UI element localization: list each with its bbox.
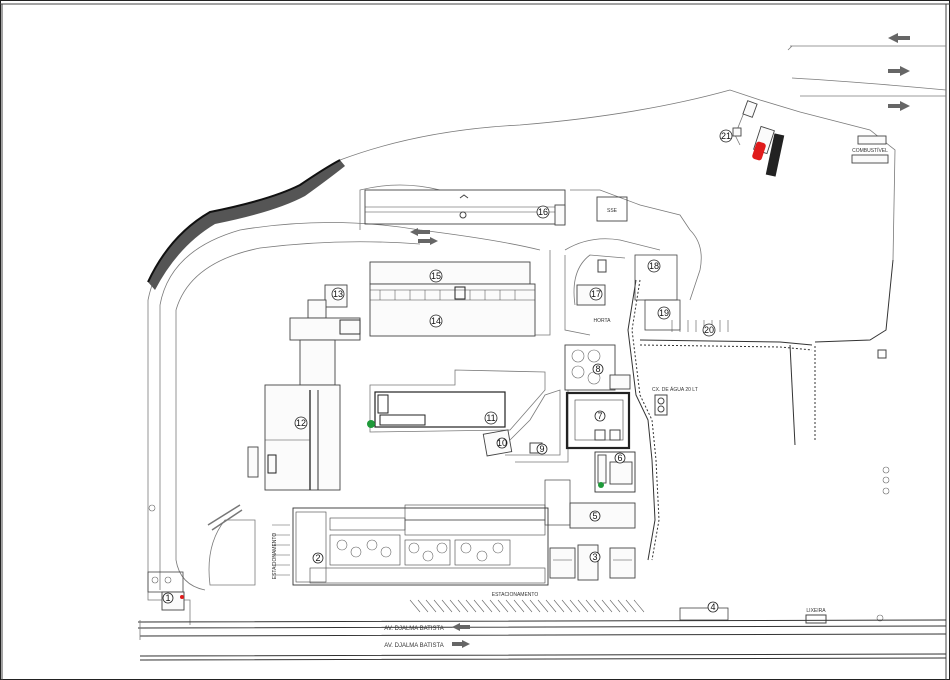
water-tank-label: CX. DE ÁGUA 20 LT — [652, 386, 698, 393]
svg-text:12: 12 — [296, 418, 306, 428]
marker-1: 1 — [162, 592, 174, 604]
svg-text:20: 20 — [704, 325, 714, 335]
arrow-right-icon — [888, 66, 910, 76]
svg-text:6: 6 — [617, 453, 622, 463]
arrow-left-icon — [410, 228, 430, 236]
svg-text:4: 4 — [710, 602, 715, 612]
svg-text:1: 1 — [165, 593, 170, 603]
power-label: SSE — [607, 208, 618, 214]
building-2 — [292, 504, 549, 586]
svg-text:2: 2 — [315, 553, 320, 563]
svg-text:15: 15 — [431, 271, 441, 281]
svg-text:17: 17 — [591, 289, 601, 299]
building-16 — [364, 189, 566, 226]
svg-text:10: 10 — [497, 438, 507, 448]
marker-5: 5 — [589, 510, 601, 522]
svg-text:16: 16 — [538, 207, 548, 217]
street-label-bottom: AV. DJALMA BATISTA — [384, 643, 443, 649]
building-10-9 — [482, 389, 569, 463]
marker-20: 20 — [702, 323, 716, 337]
svg-text:8: 8 — [595, 364, 600, 374]
svg-text:5: 5 — [592, 511, 597, 521]
building-4 — [679, 607, 729, 621]
arrow-left-icon — [888, 33, 910, 43]
marker-19: 19 — [657, 306, 671, 320]
arrow-right-icon — [452, 640, 470, 648]
svg-text:7: 7 — [597, 411, 602, 421]
building-3 — [549, 544, 636, 581]
fuel-station-area: COMBUSTÍVEL — [732, 100, 889, 177]
svg-text:21: 21 — [721, 131, 731, 141]
marker-10: 10 — [496, 437, 508, 449]
marker-15: 15 — [429, 269, 443, 283]
marker-16: 16 — [536, 205, 550, 219]
site-boundary — [147, 89, 896, 625]
hatched-slope — [147, 159, 345, 290]
parking-bottom-label: ESTACIONAMENTO — [492, 592, 539, 598]
fuel-label: COMBUSTÍVEL — [852, 147, 888, 154]
marker-4: 4 — [707, 601, 719, 613]
svg-text:9: 9 — [539, 444, 544, 454]
bottom-parking-hatch — [409, 599, 645, 613]
right-trees — [882, 466, 890, 495]
right-wall — [627, 259, 894, 561]
building-14-15 — [369, 261, 536, 337]
marker-14: 14 — [429, 314, 443, 328]
marker-9: 9 — [536, 443, 548, 455]
svg-text:13: 13 — [333, 289, 343, 299]
marker-8: 8 — [592, 363, 604, 375]
marker-17: 17 — [589, 287, 603, 301]
building-13 — [289, 284, 361, 341]
green-tree-icon — [367, 420, 375, 428]
building-8 — [564, 344, 631, 391]
svg-text:11: 11 — [486, 413, 495, 423]
building-5 — [544, 479, 636, 529]
marker-2: 2 — [312, 552, 324, 564]
marker-3: 3 — [589, 551, 601, 563]
garden-label: HORTA — [593, 318, 611, 324]
building-6 — [594, 451, 636, 493]
arrow-left-icon — [452, 623, 470, 631]
marker-11: 11 — [484, 411, 498, 425]
power-substation: SSE — [596, 196, 628, 222]
building-number-markers: 1 2 3 4 5 6 7 8 9 10 11 12 13 14 15 16 1… — [162, 129, 733, 613]
parking-left-label: ESTACIONAMENTO — [272, 533, 278, 580]
trash-label: LIXEIRA — [806, 608, 826, 614]
water-tank: CX. DE ÁGUA 20 LT — [652, 386, 698, 416]
marker-6: 6 — [614, 452, 626, 464]
svg-text:3: 3 — [592, 552, 597, 562]
marker-18: 18 — [647, 259, 661, 273]
top-right-road — [787, 33, 947, 111]
marker-13: 13 — [331, 287, 345, 301]
building-17-18-19-20: HORTA — [573, 254, 887, 359]
street-label-top: AV. DJALMA BATISTA — [384, 626, 443, 632]
svg-text:19: 19 — [659, 308, 669, 318]
building-1 — [147, 571, 185, 611]
green-tree-icon — [598, 482, 604, 488]
svg-text:18: 18 — [649, 261, 659, 271]
svg-text:14: 14 — [431, 316, 441, 326]
marker-12: 12 — [294, 416, 308, 430]
red-car — [752, 141, 766, 161]
parking-stalls-fuel — [851, 135, 889, 164]
building-12 — [247, 339, 341, 491]
arrow-right-icon — [888, 101, 910, 111]
marker-7: 7 — [594, 410, 606, 422]
avenue: AV. DJALMA BATISTA AV. DJALMA BATISTA — [137, 619, 947, 661]
building-7 — [565, 391, 631, 450]
left-parking: ESTACIONAMENTO — [148, 504, 290, 586]
trash-area: LIXEIRA — [805, 608, 884, 624]
building-11 — [367, 369, 546, 433]
marker-21: 21 — [719, 129, 733, 143]
arrow-right-icon — [418, 237, 438, 245]
